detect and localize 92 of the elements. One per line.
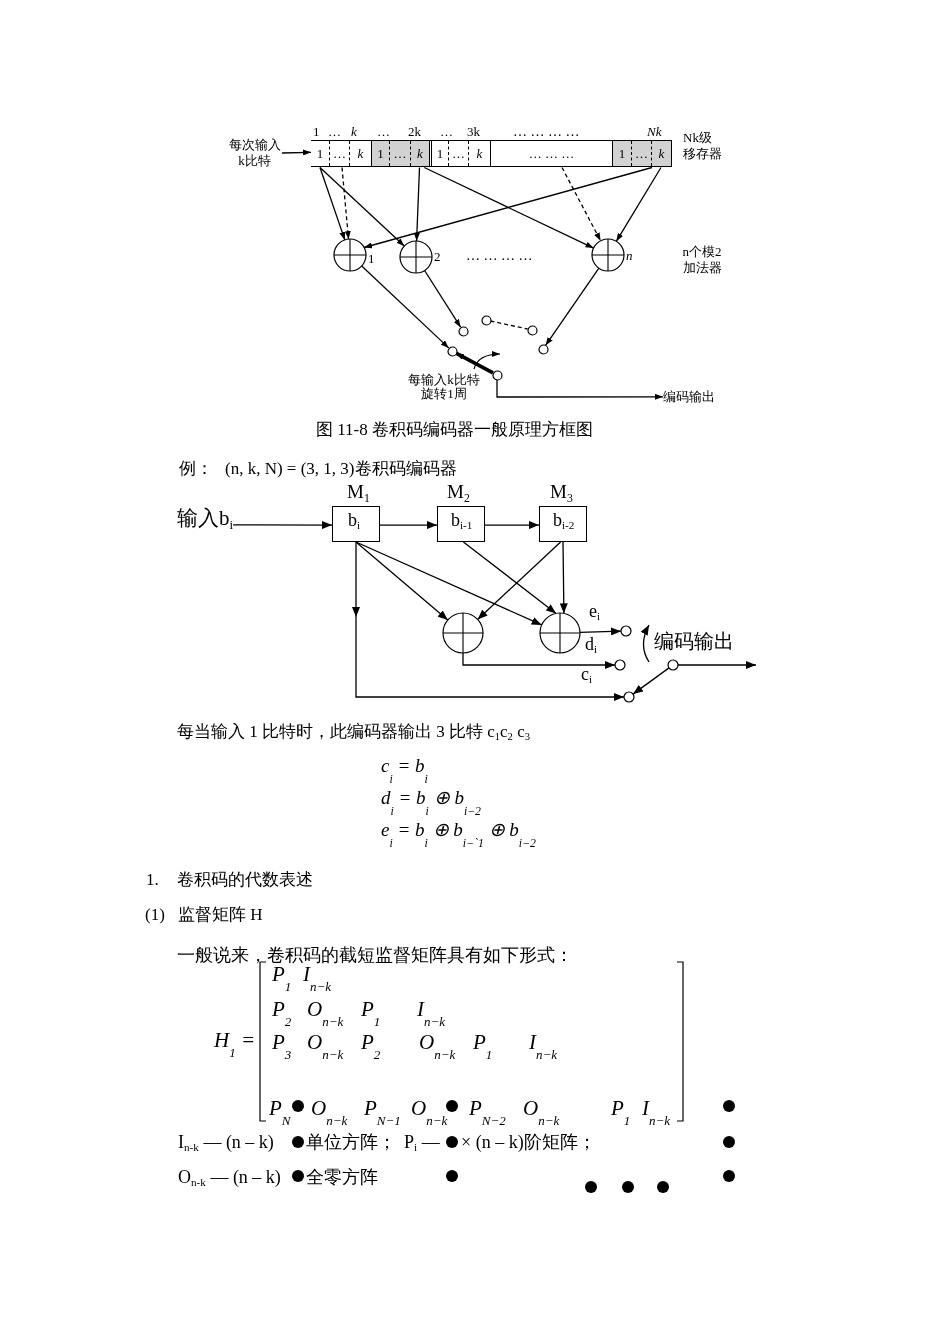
output-label: 编码输出 [663, 389, 715, 405]
dashed-arrow [561, 166, 602, 242]
switch-pivot [491, 369, 503, 381]
arrow [476, 541, 562, 621]
delay-register-box: b$_{i-1}$ [437, 506, 485, 542]
register-label: Nk级移存器 [683, 130, 723, 162]
adder-number: 2 [434, 250, 441, 263]
switch-pivot [667, 659, 679, 671]
arrow [413, 166, 421, 242]
switch-contact [537, 343, 549, 355]
scale-label: 2k [408, 124, 421, 140]
scale-label: 1 [313, 124, 320, 140]
register-cell: … [389, 141, 410, 166]
figure-caption: 图 11-8 卷积码编码器一般原理方框图 [316, 420, 594, 441]
arrow [462, 652, 616, 669]
scale-label: k [351, 124, 357, 140]
arrow [615, 166, 662, 242]
section-heading: 监督矩阵 H [178, 905, 263, 926]
mod2-adder-symbol [442, 612, 484, 654]
switch-contact [526, 324, 538, 336]
definition-text: × (n – k)阶矩阵； [461, 1132, 596, 1154]
register-cell: 1 [612, 141, 631, 166]
arrow [544, 267, 600, 346]
body-text: 一般说来，卷积码的截短监督矩阵具有如下形式： [177, 945, 573, 967]
definition-text: O$_{n-k}$ — (n – k) [178, 1167, 281, 1189]
example-heading: (n, k, N) = (3, 1, 3)卷积码编码器 [225, 459, 457, 480]
scale-label: … [328, 124, 341, 140]
register-name-label: M$_{2}$ [447, 481, 470, 504]
edge-label: d$_{i}$ [585, 634, 598, 656]
arrow [232, 521, 333, 530]
scale-label: … [377, 124, 390, 140]
definition-text: 单位方阵； [306, 1132, 396, 1154]
edge-label: c$_{i}$ [581, 664, 593, 686]
definition-text: 全零方阵 [306, 1167, 378, 1189]
adder-number: 1 [368, 252, 375, 265]
arrow [462, 541, 557, 615]
scale-label: … … … … [513, 124, 580, 141]
arrow [677, 661, 757, 669]
scale-label: Nk [647, 124, 662, 140]
dashed-arrow [341, 166, 351, 240]
scale-label: … [440, 124, 453, 140]
input-label: 输入b$_{i}$ [177, 506, 234, 532]
arrow [496, 378, 664, 400]
mod2-adder-symbol [591, 238, 625, 272]
arrow [319, 166, 405, 247]
switch-contact [620, 625, 632, 637]
adder-group-label: n个模2加法器 [681, 244, 723, 276]
arrow [281, 149, 312, 156]
mod2-adder-symbol [399, 240, 433, 274]
register-cell: … [631, 141, 651, 166]
arrow [423, 269, 462, 328]
arrow [363, 166, 653, 249]
adder-number: n [626, 249, 633, 262]
scale-label: 3k [467, 124, 480, 140]
arrow [355, 541, 543, 626]
arrow [579, 627, 622, 636]
delay-register-box: b$_{i-2}$ [539, 506, 587, 542]
dashed-line [489, 320, 529, 330]
register-name-label: M$_{3}$ [550, 481, 573, 504]
body-text: 每当输入 1 比特时，此编码器输出 3 比特 c$_{1}$c$_{2}$ c$_{3}$ [177, 722, 530, 743]
delay-register-box: b$_{i}$ [332, 506, 380, 542]
ellipsis-label: … … … … [466, 248, 533, 265]
mod2-adder-symbol [333, 238, 367, 272]
switch-contact [457, 325, 469, 337]
list-number: (1) [145, 905, 165, 926]
register-cell: 1 [371, 141, 389, 166]
arrow [361, 265, 450, 349]
output-label: 编码输出 [654, 629, 734, 653]
register-cell: k [410, 141, 429, 166]
switch-contact [446, 345, 458, 357]
register-cell: k [651, 141, 671, 166]
switch-contact [623, 691, 635, 703]
arrow [355, 541, 449, 621]
example-label: 例： [179, 459, 213, 480]
register-name-label: M$_{1}$ [347, 481, 370, 504]
list-number: 1. [146, 870, 159, 891]
edge-label: e$_{i}$ [589, 601, 601, 623]
arrow [379, 521, 438, 530]
section-heading: 卷积码的代数表述 [177, 870, 313, 891]
switch-contact [614, 659, 626, 671]
arrow [484, 521, 540, 530]
arrow [632, 667, 670, 695]
switch-note: 每输入k比特旋转1周 [407, 373, 481, 401]
input-label: 每次输入k比特 [227, 137, 282, 169]
arrow [423, 166, 595, 249]
mod2-adder-symbol [539, 612, 581, 654]
definition-text: I$_{n-k}$ — (n – k) [178, 1132, 274, 1154]
arrow [559, 541, 568, 615]
arrow [319, 166, 346, 241]
switch-contact [480, 314, 492, 326]
arrow [455, 351, 494, 375]
definition-text: P$_{i}$ — [404, 1132, 440, 1154]
